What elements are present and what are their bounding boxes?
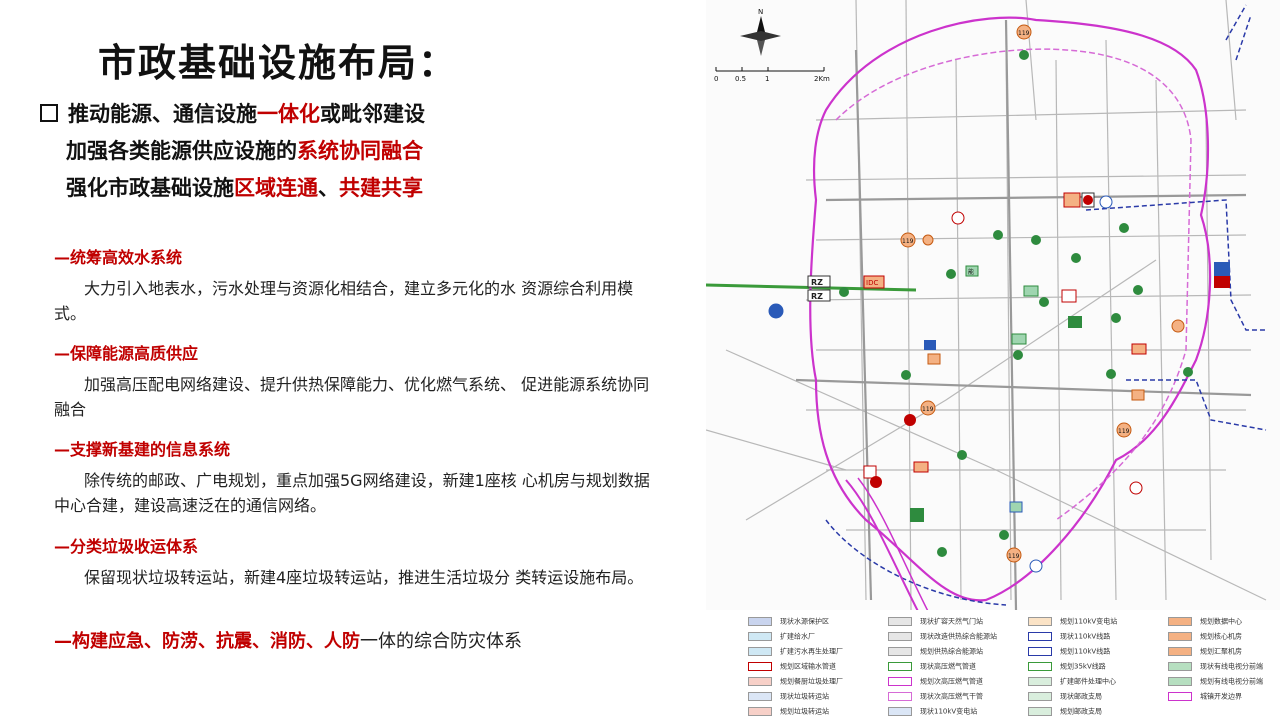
fire-station-icon: 119 <box>920 400 936 416</box>
svg-text:119: 119 <box>1008 553 1020 560</box>
svg-text:1: 1 <box>765 75 769 83</box>
key-points: 推动能源、通信设施一体化或毗邻建设 加强各类能源供应设施的系统协同融合 强化市政… <box>40 96 425 207</box>
disaster-prevention-line: —构建应急、防涝、抗震、消防、人防一体的综合防灾体系 <box>54 631 522 652</box>
section-heading: —分类垃圾收运体系 <box>54 537 199 556</box>
section-body: 除传统的邮政、广电规划，重点加强5G网络建设，新建1座核 心机房与规划数据中心合… <box>54 471 650 515</box>
legend-item: 规划区域输水管道 <box>748 662 836 672</box>
section-heading: —保障能源高质供应 <box>54 344 199 363</box>
bullet-3: 强化市政基础设施区域连通、共建共享 <box>66 176 423 200</box>
svg-text:RZ: RZ <box>811 292 823 301</box>
legend-item: 现状邮政支局 <box>1028 692 1102 702</box>
legend-item: 规划35kV线路 <box>1028 662 1106 672</box>
power-line-110kv-south <box>825 519 1007 606</box>
checkbox-square-icon <box>40 104 58 122</box>
legend-item: 现状水源保护区 <box>748 617 829 627</box>
legend-item: 现状次高压燃气干管 <box>888 692 983 702</box>
legend-item: 扩建给水厂 <box>748 632 815 642</box>
svg-text:N: N <box>758 8 763 16</box>
legend-item: 规划有线电视分前端 <box>1168 677 1263 687</box>
fire-station-icon: 119 <box>900 232 916 248</box>
legend-item: 规划110kV线路 <box>1028 647 1110 657</box>
svg-text:119: 119 <box>902 238 914 245</box>
svg-text:能: 能 <box>968 268 974 276</box>
legend-item: 规划邮政支局 <box>1028 707 1102 717</box>
infrastructure-map: N 0 0.5 1 2Km RZ RZ IDC 119 <box>706 0 1280 720</box>
legend-item: 现状110kV变电站 <box>888 707 977 717</box>
svg-text:0.5: 0.5 <box>735 75 746 83</box>
legend-item: 现状扩容天然气门站 <box>888 617 983 627</box>
legend-item: 现状垃圾转运站 <box>748 692 829 702</box>
svg-text:119: 119 <box>922 406 934 413</box>
cable-tv-icons <box>839 50 1193 557</box>
legend-item: 扩建邮件处理中心 <box>1028 677 1116 687</box>
legend-item: 规划次高压燃气管道 <box>888 677 983 687</box>
legend-item: 规划汇聚机房 <box>1168 647 1242 657</box>
scale-bar: 0 0.5 1 2Km <box>714 67 830 83</box>
svg-text:0: 0 <box>714 75 718 83</box>
section-heading: —统筹高效水系统 <box>54 248 183 267</box>
gas-main-line <box>835 48 1192 521</box>
rz-marker-2 <box>807 289 831 302</box>
fire-station-icon: 119 <box>1016 24 1032 40</box>
bullet-1: 推动能源、通信设施一体化或毗邻建设 <box>40 96 425 133</box>
svg-text:119: 119 <box>1118 428 1130 435</box>
legend-item: 扩建污水再生处理厂 <box>748 647 843 657</box>
legend-item: 现状改造供热综合能源站 <box>888 632 997 642</box>
legend-item: 规划餐厨垃圾处理厂 <box>748 677 843 687</box>
bullet-2: 加强各类能源供应设施的系统协同融合 <box>66 139 423 163</box>
map-legend: 现状水源保护区 扩建给水厂 扩建污水再生处理厂 规划区域输水管道 规划餐厨垃圾处… <box>748 611 1280 720</box>
development-boundary <box>809 16 1212 602</box>
legend-item: 现状110kV线路 <box>1028 632 1110 642</box>
section-body: 加强高压配电网络建设、提升供热保障能力、优化燃气系统、 促进能源系统协同融合 <box>54 375 650 419</box>
power-line-110kv <box>1085 4 1267 431</box>
legend-item: 规划核心机房 <box>1168 632 1242 642</box>
idc-marker <box>863 275 885 289</box>
svg-text:RZ: RZ <box>811 278 823 287</box>
svg-text:2Km: 2Km <box>814 75 830 83</box>
section-information: —支撑新基建的信息系统 除传统的邮政、广电规划，重点加强5G网络建设，新建1座核… <box>54 438 664 518</box>
legend-item: 城镇开发边界 <box>1168 692 1242 702</box>
section-heading: —支撑新基建的信息系统 <box>54 440 231 459</box>
page-title: 市政基础设施布局： <box>98 41 459 85</box>
section-energy: —保障能源高质供应 加强高压配电网络建设、提升供热保障能力、优化燃气系统、 促进… <box>54 342 664 422</box>
legend-item: 规划供热综合能源站 <box>888 647 983 657</box>
section-body: 大力引入地表水，污水处理与资源化相结合，建立多元化的水 资源综合利用模式。 <box>54 279 634 323</box>
legend-item: 规划数据中心 <box>1168 617 1242 627</box>
facility-icons <box>768 192 1230 573</box>
legend-item: 现状有线电视分前端 <box>1168 662 1263 672</box>
svg-text:119: 119 <box>1018 30 1030 37</box>
legend-item: 规划110kV变电站 <box>1028 617 1117 627</box>
legend-item: 规划垃圾转运站 <box>748 707 829 717</box>
rz-marker-1 <box>807 275 831 288</box>
section-body: 保留现状垃圾转运站，新建4座垃圾转运站，推进生活垃圾分 类转运设施布局。 <box>84 568 644 587</box>
legend-item: 现状高压燃气管道 <box>888 662 976 672</box>
section-water: —统筹高效水系统 大力引入地表水，污水处理与资源化相结合，建立多元化的水 资源综… <box>54 246 664 326</box>
fire-station-icon: 119 <box>1116 422 1132 438</box>
compass-icon: N <box>740 8 781 56</box>
fire-station-icon: 119 <box>1006 547 1022 563</box>
section-waste: —分类垃圾收运体系 保留现状垃圾转运站，新建4座垃圾转运站，推进生活垃圾分 类转… <box>54 535 664 590</box>
svg-text:IDC: IDC <box>866 279 878 287</box>
